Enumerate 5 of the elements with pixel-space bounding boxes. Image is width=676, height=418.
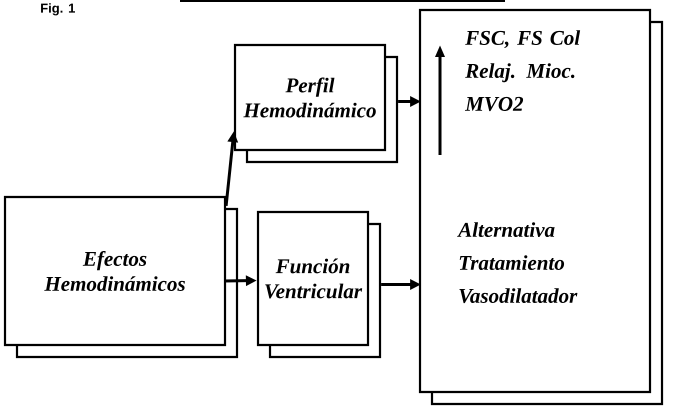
process-box: Función Ventricular xyxy=(256,210,382,358)
process-box: FSC, FS Col Relaj. Mioc. MVO2 Alternativa Tratamiento Vasodilatador xyxy=(418,8,664,406)
process-box: Perfil Hemodinámico xyxy=(234,44,398,164)
process-box: Efectos Hemodinámicos xyxy=(4,196,238,358)
figure-label: Fig. 1 xyxy=(41,3,75,16)
